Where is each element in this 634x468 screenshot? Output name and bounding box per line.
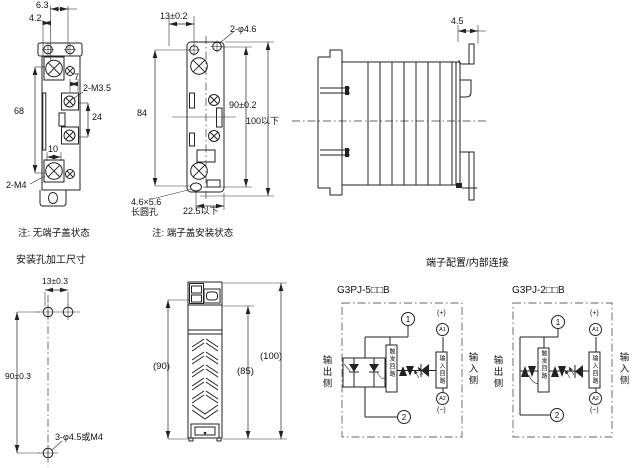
dim-6-3-label: 6.3 <box>36 0 49 10</box>
right-output-side-label: 输出侧 <box>491 355 503 390</box>
left-trigger-circuit-label: 触发回路 <box>388 348 394 378</box>
dim-90-ref-label: (90) <box>153 361 170 372</box>
dim-90-02-label: 90±0.2 <box>229 100 257 110</box>
left-input-side-label: 输入侧 <box>466 352 478 387</box>
dim-10-label: 10 <box>48 144 59 154</box>
wiring-left-circuit <box>341 302 463 438</box>
slot-type-label: 长圆孔 <box>131 207 159 217</box>
screws-2-m4-label: 2-M4 <box>6 180 27 190</box>
dim-100-ref-label: (100) <box>260 351 283 362</box>
dim-13-03-label: 13±0.3 <box>42 276 68 286</box>
dim-7-label: 7 <box>74 72 80 82</box>
left-a2-badge: A2 <box>436 392 449 405</box>
right-input-side-label: 输入侧 <box>617 352 629 387</box>
dim-90-03-label: 90±0.3 <box>5 371 31 381</box>
right-input-circuit-label: 输入回路 <box>591 355 597 385</box>
left-a1-badge: A1 <box>436 323 449 336</box>
dim-13-02-label: 13±0.2 <box>160 11 188 21</box>
wiring-right-circuit <box>512 302 613 438</box>
right-terminal-1-badge: 1 <box>551 315 565 329</box>
front-view-note: 注: 无端子盖状态 <box>18 228 90 239</box>
left-input-circuit-label: 输入回路 <box>438 355 444 385</box>
right-minus-label: (−) <box>590 407 599 414</box>
slot-size-label: 4.6×5.6 <box>131 197 162 207</box>
right-plus-label: (+) <box>590 310 599 317</box>
holes-2-phi46-label: 2-φ4.6 <box>230 24 257 34</box>
dim-68-label: 68 <box>14 106 25 116</box>
right-model-label: G3PJ-2□□B <box>512 285 565 296</box>
mounting-holes-title: 安装孔加工尺寸 <box>16 255 86 266</box>
dim-84-label: 84 <box>137 108 148 118</box>
left-model-label: G3PJ-5□□B <box>337 285 390 296</box>
dim-4-5-label: 4.5 <box>451 16 464 26</box>
screws-2-m3-5-label: 2-M3.5 <box>83 83 112 93</box>
dim-22-5-max-label: 22.5以下 <box>183 206 219 216</box>
side-view-drawing <box>292 25 488 201</box>
rear-view-drawing <box>165 281 287 442</box>
left-output-side-label: 输出侧 <box>320 355 332 390</box>
cover-view-drawing <box>151 16 274 210</box>
cover-view-note: 注: 端子盖安装状态 <box>152 228 234 239</box>
right-terminal-2-badge: 2 <box>550 408 564 422</box>
left-plus-label: (+) <box>437 310 446 317</box>
mounting-holes-drawing <box>14 287 80 466</box>
dim-85-ref-label: (85) <box>237 366 254 377</box>
mounting-holes-spec-label: 3-φ4.5或M4 <box>55 432 103 442</box>
wiring-title: 端子配置/内部连接 <box>426 258 509 269</box>
right-trigger-circuit-label: 触发回路 <box>540 350 546 380</box>
dim-24-label: 24 <box>92 112 103 122</box>
dim-100-max-label: 100以下 <box>246 116 280 126</box>
left-terminal-1-badge: 1 <box>401 312 415 326</box>
left-terminal-2-badge: 2 <box>397 410 411 424</box>
right-a2-badge: A2 <box>589 392 602 405</box>
right-a1-badge: A1 <box>589 323 602 336</box>
front-view-drawing <box>29 6 91 207</box>
left-minus-label: (−) <box>437 407 446 414</box>
dim-4-2-label: 4.2 <box>29 13 42 23</box>
